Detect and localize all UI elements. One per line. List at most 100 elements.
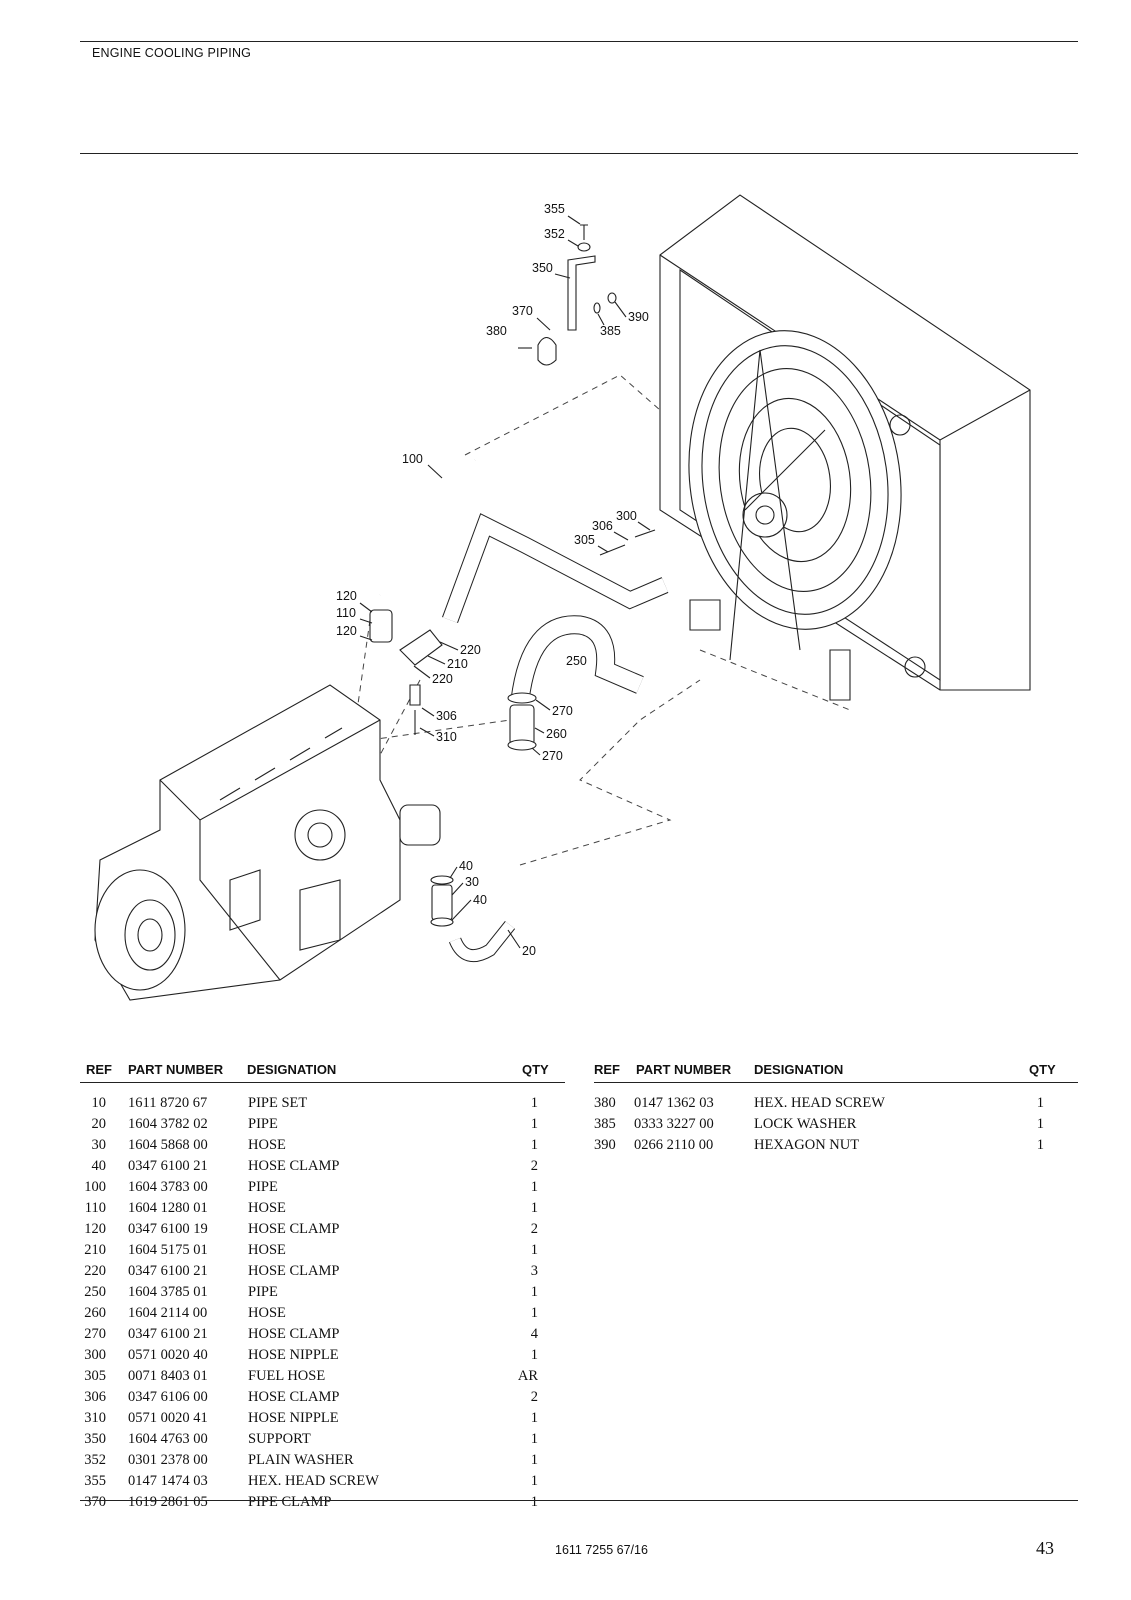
ref-cell: 385 xyxy=(594,1116,616,1132)
diagram-svg: 355 352 350 370 380 390 385 100 300 306 … xyxy=(94,194,1031,1001)
designation-cell: HOSE xyxy=(248,1137,286,1153)
part-number-cell: 1604 3783 00 xyxy=(128,1179,208,1195)
ref-cell: 120 xyxy=(84,1221,106,1237)
designation-cell: HOSE CLAMP xyxy=(248,1263,340,1279)
table-row: 250 1604 3785 01 PIPE 1 xyxy=(80,1284,565,1305)
qty-cell: 3 xyxy=(530,1263,538,1279)
footer-rule xyxy=(80,1500,1078,1501)
table-header: REF PART NUMBER DESIGNATION QTY xyxy=(80,1060,565,1083)
callout-300: 300 xyxy=(616,509,637,523)
callout-120-top: 120 xyxy=(336,589,357,603)
callout-385: 385 xyxy=(600,324,621,338)
callout-380: 380 xyxy=(486,324,507,338)
part-number-cell: 0571 0020 41 xyxy=(128,1410,208,1426)
qty-cell: AR xyxy=(517,1368,538,1384)
ref-cell: 310 xyxy=(84,1410,106,1426)
designation-cell: HOSE CLAMP xyxy=(248,1221,340,1237)
header-rule xyxy=(80,153,1078,154)
ref-cell: 300 xyxy=(84,1347,106,1363)
qty-cell: 1 xyxy=(530,1452,538,1468)
callout-350: 350 xyxy=(532,261,553,275)
callout-355: 355 xyxy=(544,202,565,216)
ref-cell: 210 xyxy=(84,1242,106,1258)
callout-306-bottom: 306 xyxy=(436,709,457,723)
part-number-cell: 0571 0020 40 xyxy=(128,1347,208,1363)
pipes-and-hoses xyxy=(369,455,669,963)
callout-100: 100 xyxy=(402,452,423,466)
designation-cell: LOCK WASHER xyxy=(754,1116,857,1132)
ref-cell: 250 xyxy=(84,1284,106,1300)
designation-cell: PIPE xyxy=(248,1116,278,1132)
callout-305: 305 xyxy=(574,533,595,547)
designation-cell: SUPPORT xyxy=(248,1431,311,1447)
callout-120-bottom: 120 xyxy=(336,624,357,638)
header-ref: REF xyxy=(86,1062,112,1077)
qty-cell: 1 xyxy=(530,1473,538,1489)
ref-cell: 306 xyxy=(84,1389,106,1405)
callout-20: 20 xyxy=(522,944,536,958)
part-number-cell: 0147 1362 03 xyxy=(634,1095,714,1111)
engine-block xyxy=(94,684,441,1001)
header-designation: DESIGNATION xyxy=(754,1062,844,1077)
qty-cell: 1 xyxy=(530,1347,538,1363)
qty-cell: 1 xyxy=(530,1284,538,1300)
designation-cell: HOSE NIPPLE xyxy=(248,1410,339,1426)
part-number-cell: 1611 8720 67 xyxy=(128,1095,208,1111)
qty-cell: 1 xyxy=(530,1431,538,1447)
designation-cell: HOSE xyxy=(248,1242,286,1258)
ref-cell: 370 xyxy=(84,1494,106,1510)
ref-cell: 352 xyxy=(84,1452,106,1468)
part-number-cell: 1604 3782 02 xyxy=(128,1116,208,1132)
part-number-cell: 1604 4763 00 xyxy=(128,1431,208,1447)
qty-cell: 2 xyxy=(530,1389,538,1405)
qty-cell: 4 xyxy=(530,1326,538,1342)
callout-306-top: 306 xyxy=(592,519,613,533)
callout-270-top: 270 xyxy=(552,704,573,718)
ref-cell: 355 xyxy=(84,1473,106,1489)
designation-cell: HEXAGON NUT xyxy=(754,1137,860,1153)
qty-cell: 1 xyxy=(530,1494,538,1510)
page-number: 43 xyxy=(1036,1538,1054,1558)
support-bracket xyxy=(518,224,617,366)
qty-cell: 1 xyxy=(530,1095,538,1111)
header-qty: QTY xyxy=(1029,1062,1056,1077)
qty-cell: 1 xyxy=(530,1410,538,1426)
designation-cell: HOSE CLAMP xyxy=(248,1326,340,1342)
qty-cell: 1 xyxy=(530,1116,538,1132)
ref-cell: 40 xyxy=(91,1158,107,1174)
designation-cell: HEX. HEAD SCREW xyxy=(754,1095,885,1111)
ref-cell: 270 xyxy=(84,1326,106,1342)
designation-cell: PIPE SET xyxy=(248,1095,308,1111)
qty-cell: 2 xyxy=(530,1221,538,1237)
designation-cell: PIPE CLAMP xyxy=(248,1494,332,1510)
ref-cell: 390 xyxy=(594,1137,616,1153)
ref-cell: 220 xyxy=(84,1263,106,1279)
ref-cell: 260 xyxy=(84,1305,106,1321)
callout-labels: 355 352 350 370 380 390 385 100 300 306 … xyxy=(336,202,651,958)
part-number-cell: 0266 2110 00 xyxy=(634,1137,714,1153)
qty-cell: 1 xyxy=(1036,1116,1044,1132)
part-number-cell: 1604 3785 01 xyxy=(128,1284,208,1300)
document-number: 1611 7255 67/16 xyxy=(555,1543,648,1557)
header-designation: DESIGNATION xyxy=(247,1062,337,1077)
part-number-cell: 0301 2378 00 xyxy=(128,1452,208,1468)
callout-370: 370 xyxy=(512,304,533,318)
part-number-cell: 0347 6100 21 xyxy=(128,1263,208,1279)
ref-cell: 380 xyxy=(594,1095,616,1111)
callout-260: 260 xyxy=(546,727,567,741)
designation-cell: PIPE xyxy=(248,1179,278,1195)
callout-390: 390 xyxy=(628,310,649,324)
designation-cell: PIPE xyxy=(248,1284,278,1300)
callout-310: 310 xyxy=(436,730,457,744)
callout-110: 110 xyxy=(336,606,356,620)
designation-cell: HOSE xyxy=(248,1305,286,1321)
ref-cell: 110 xyxy=(84,1200,106,1216)
